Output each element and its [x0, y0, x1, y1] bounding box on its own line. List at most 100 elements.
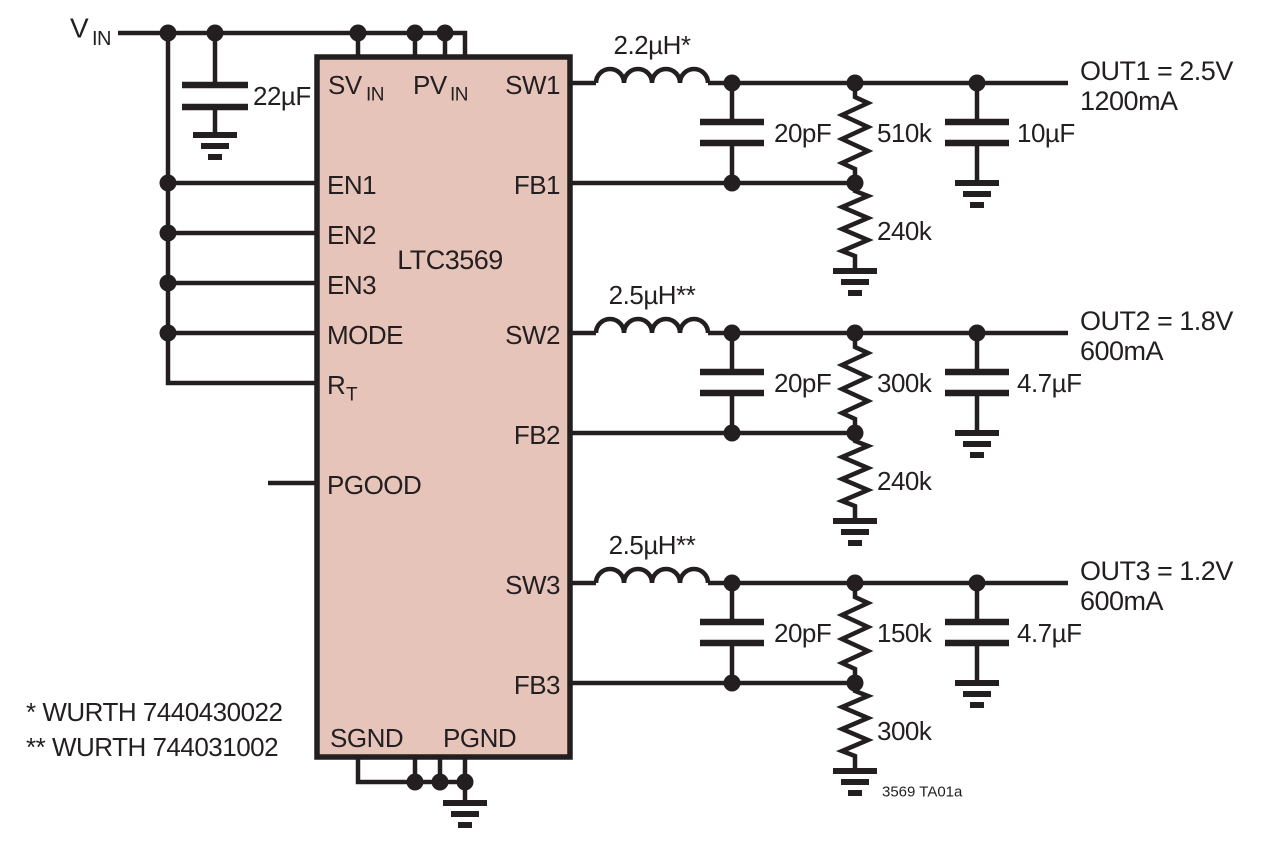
input-rail: V IN — [70, 13, 468, 57]
inductor — [593, 66, 711, 84]
ground-symbol-divider — [833, 518, 877, 546]
vin-label: V — [70, 13, 89, 44]
pin-label-fb2: FB2 — [514, 420, 560, 450]
junction-dot — [968, 324, 986, 342]
pin-label-rt-sub: T — [346, 385, 358, 406]
chip-ground-network — [355, 757, 487, 828]
chip-body — [314, 54, 573, 760]
pin-label-pvin: PV — [413, 70, 448, 100]
input-cap-value: 22µF — [253, 81, 311, 111]
junction-dot — [723, 674, 741, 692]
inductor — [593, 316, 711, 334]
out-cap-value: 4.7µF — [1017, 618, 1082, 648]
feedforward-capacitor — [700, 333, 764, 433]
output-capacitor — [945, 583, 1009, 708]
output-current-label: 600mA — [1080, 586, 1164, 616]
junction-dot — [723, 74, 741, 92]
inductor — [593, 566, 711, 584]
resistor-bottom-value: 240k — [877, 216, 933, 246]
junction-dot — [436, 24, 454, 42]
resistor-bottom-value: 300k — [877, 716, 933, 746]
note-wurth-2: ** WURTH 744031002 — [26, 732, 278, 762]
junction-dot — [159, 274, 177, 292]
resistor-bottom — [835, 683, 875, 771]
ground-symbol-divider — [833, 768, 877, 796]
output-capacitor — [945, 83, 1009, 208]
junction-dot — [431, 773, 449, 791]
pin-label-fb3: FB3 — [514, 670, 560, 700]
output-capacitor — [945, 333, 1009, 458]
ff-cap-value: 20pF — [774, 618, 831, 648]
pin-label-sw3: SW3 — [505, 570, 560, 600]
pin-label-mode: MODE — [327, 320, 403, 350]
output-current-label: 1200mA — [1080, 86, 1178, 116]
ground-symbol-chip — [443, 800, 487, 828]
pin-label-sw1: SW1 — [505, 70, 560, 100]
output-voltage-label: OUT2 = 1.8V — [1080, 306, 1233, 336]
junction-dot — [406, 24, 424, 42]
chip-part-label: LTC3569 — [397, 245, 503, 275]
vin-label-subscript: IN — [92, 28, 111, 50]
vin-rail-wire — [118, 30, 468, 57]
junction-dot — [846, 74, 864, 92]
feedforward-capacitor — [700, 83, 764, 183]
input-capacitor: 22µF — [182, 33, 311, 160]
junction-dot — [723, 174, 741, 192]
junction-dot — [846, 324, 864, 342]
junction-dot — [349, 24, 367, 42]
ff-cap-value: 20pF — [774, 368, 831, 398]
enable-rail-wire — [165, 33, 317, 386]
pin-label-svin: SV — [328, 70, 363, 100]
resistor-bottom — [835, 183, 875, 271]
junction-dot — [846, 674, 864, 692]
out-cap-value: 10µF — [1017, 118, 1075, 148]
pin-label-rt: R — [327, 370, 345, 400]
pin-label-pgood: PGOOD — [327, 470, 421, 500]
resistor-top-value: 300k — [877, 368, 933, 398]
output-voltage-label: OUT1 = 2.5V — [1080, 56, 1233, 86]
junction-dot — [406, 773, 424, 791]
channel-1: 2.2µH* 20pF 510k 10µF 240k OUT1 = 2.5V 1… — [570, 30, 1234, 296]
pin-label-pgnd: PGND — [443, 723, 516, 753]
enable-rail — [159, 33, 317, 386]
resistor-top — [836, 333, 874, 433]
junction-dot — [846, 574, 864, 592]
junction-dot — [159, 224, 177, 242]
pin-label-sw2: SW2 — [505, 320, 560, 350]
resistor-top — [836, 83, 874, 183]
output-voltage-label: OUT3 = 1.2V — [1080, 556, 1233, 586]
sgnd-wire — [355, 757, 465, 785]
ground-symbol-outcap — [955, 680, 999, 708]
feedforward-capacitor — [700, 583, 764, 683]
junction-dot — [723, 324, 741, 342]
pin-label-fb1: FB1 — [514, 170, 560, 200]
ground-symbol-outcap — [955, 180, 999, 208]
junction-dot — [723, 574, 741, 592]
inductor-value: 2.2µH* — [613, 30, 690, 60]
pin-label-svin-sub: IN — [366, 85, 384, 106]
ff-cap-value: 20pF — [774, 118, 831, 148]
output-current-label: 600mA — [1080, 336, 1164, 366]
pin-label-pvin-sub: IN — [450, 85, 468, 106]
pin-label-en1: EN1 — [327, 170, 376, 200]
pin-label-en3: EN3 — [327, 270, 376, 300]
ground-symbol-outcap — [955, 430, 999, 458]
chip: LTC3569 SV IN PV IN SW1 FB1 SW2 FB2 SW3 … — [314, 54, 573, 760]
resistor-bottom — [835, 433, 875, 521]
resistor-top-value: 510k — [877, 118, 933, 148]
inductor-value: 2.5µH** — [609, 280, 696, 310]
resistor-top — [836, 583, 874, 683]
channel-3: 2.5µH** 20pF 150k 4.7µF 300k OUT3 = 1.2V… — [570, 530, 1234, 796]
pin-label-sgnd: SGND — [330, 723, 403, 753]
junction-dot — [846, 424, 864, 442]
pin-label-en2: EN2 — [327, 220, 376, 250]
junction-dot — [456, 773, 474, 791]
junction-dot — [159, 324, 177, 342]
resistor-bottom-value: 240k — [877, 466, 933, 496]
junction-dot — [159, 174, 177, 192]
junction-dot — [723, 424, 741, 442]
resistor-top-value: 150k — [877, 618, 933, 648]
out-cap-value: 4.7µF — [1017, 368, 1082, 398]
